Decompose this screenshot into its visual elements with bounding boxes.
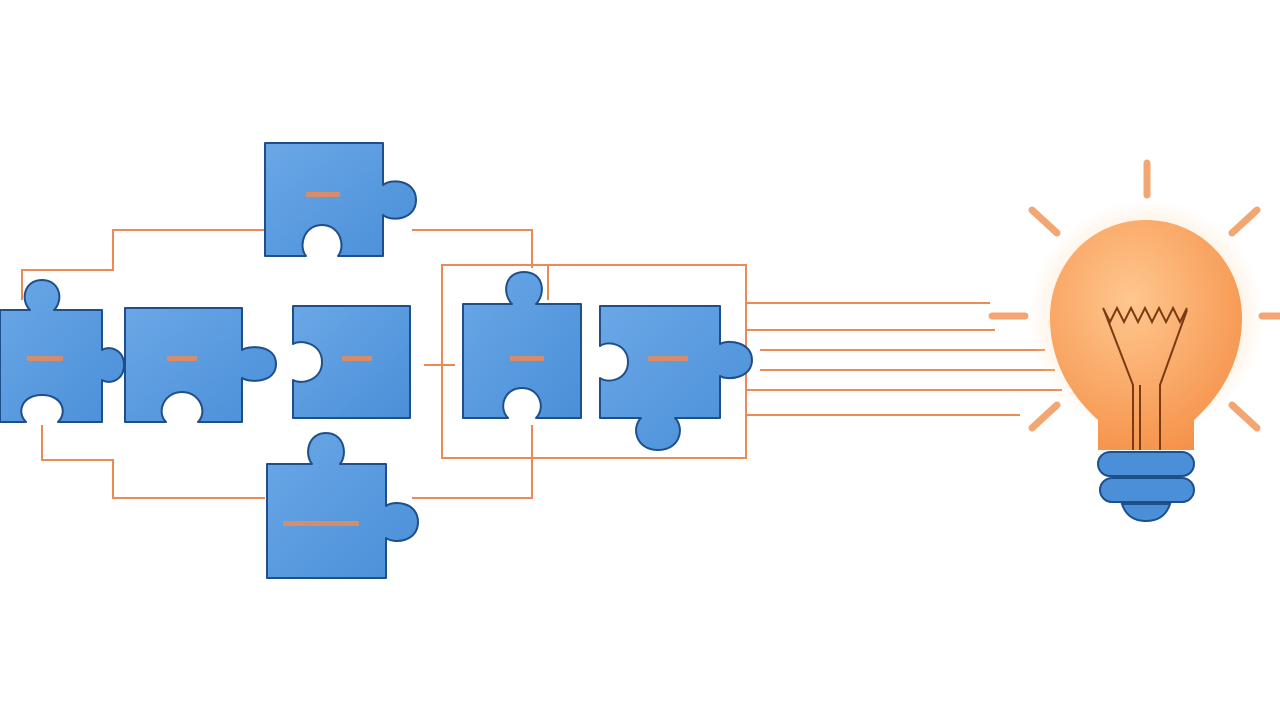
puzzle-pieces: [0, 142, 753, 579]
puzzle-piece-fifth-icon: [599, 305, 753, 451]
label-mark-fifth: [648, 356, 688, 361]
bulb-filament: [1102, 305, 1188, 450]
bulb-glass: [1050, 220, 1242, 450]
ray-top-right: [1228, 206, 1261, 237]
bulb-base: [1097, 451, 1195, 523]
label-mark-fourth: [510, 356, 544, 361]
bulb-base-ring-1: [1097, 451, 1195, 477]
puzzle-piece-top-icon: [264, 142, 417, 257]
label-mark-bottom: [283, 521, 359, 526]
piece-label-marks: [27, 192, 688, 526]
label-mark-top: [306, 192, 340, 197]
puzzle-piece-left-edge-icon: [0, 279, 125, 423]
connector-bottom-to-right: [412, 425, 533, 499]
connector-lines: [21, 229, 1062, 499]
light-bulb-icon: [988, 159, 1280, 523]
puzzle-piece-second-icon: [124, 307, 277, 423]
connector-left-to-top: [21, 229, 265, 300]
ray-bottom-right: [1228, 401, 1261, 432]
label-mark-left-edge: [27, 356, 63, 361]
connector-left-to-bottom: [41, 425, 265, 499]
ray-bottom-left: [1028, 401, 1061, 432]
label-mark-second: [167, 356, 197, 361]
bulb-rays: [988, 159, 1280, 432]
connector-top-to-right: [412, 229, 533, 268]
ray-top-left: [1028, 206, 1061, 237]
puzzle-piece-fourth-icon: [462, 271, 582, 419]
connector-frame: [441, 264, 747, 459]
label-mark-third: [342, 356, 372, 361]
puzzle-piece-third-icon: [292, 305, 411, 419]
bulb-base-ring-2: [1099, 477, 1195, 503]
puzzle-piece-bottom-icon: [266, 432, 419, 579]
bulb-base-tip: [1120, 503, 1172, 523]
